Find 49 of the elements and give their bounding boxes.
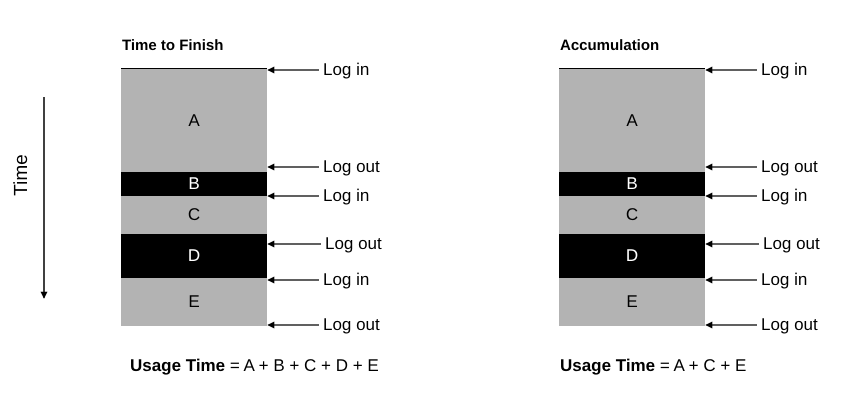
arrow: [267, 276, 319, 284]
axis-label: Time: [11, 153, 33, 197]
segment-label: D: [188, 246, 200, 266]
formula: Usage Time = A + C + E: [560, 356, 746, 376]
column-heading: Accumulation: [560, 37, 660, 54]
event-label: Log in: [323, 60, 370, 80]
arrow: [705, 192, 757, 200]
column-heading: Time to Finish: [122, 37, 224, 54]
event-label: Log out: [323, 315, 380, 335]
arrow: [705, 240, 759, 248]
time-segment: [559, 172, 705, 196]
arrow: [705, 66, 757, 74]
event-label: Log in: [761, 270, 808, 290]
segment-label: C: [626, 205, 638, 225]
event-label: Log out: [761, 315, 818, 335]
time-segment: [121, 172, 267, 196]
time-segment: [559, 278, 705, 326]
event-label: Log out: [761, 157, 818, 177]
arrow: [705, 276, 757, 284]
segment-label: E: [188, 292, 200, 312]
segment-label: B: [626, 174, 638, 194]
segment-label: D: [626, 246, 638, 266]
time-segment: [559, 234, 705, 278]
arrow: [267, 66, 319, 74]
segment-label: A: [626, 110, 638, 130]
event-label: Log in: [761, 186, 808, 206]
arrow: [705, 164, 757, 170]
time-segment: [559, 196, 705, 234]
formula: Usage Time = A + B + C + D + E: [130, 356, 379, 376]
time-segment: [121, 234, 267, 278]
arrow: [267, 164, 319, 170]
event-label: Log in: [323, 270, 370, 290]
time-segment: [121, 196, 267, 234]
event-label: Log out: [763, 234, 820, 254]
event-label: Log out: [325, 234, 382, 254]
arrow: [267, 192, 319, 200]
event-label: Log in: [761, 60, 808, 80]
time-segment: [121, 278, 267, 326]
segment-label: E: [626, 292, 638, 312]
event-label: Log in: [323, 186, 370, 206]
segment-label: A: [188, 110, 200, 130]
time-segment: [121, 68, 267, 172]
event-label: Log out: [323, 157, 380, 177]
arrow: [267, 240, 321, 248]
arrow: [705, 322, 757, 328]
segment-label: B: [188, 174, 200, 194]
segment-label: C: [188, 205, 200, 225]
time-segment: [559, 68, 705, 172]
arrow: [267, 322, 319, 328]
